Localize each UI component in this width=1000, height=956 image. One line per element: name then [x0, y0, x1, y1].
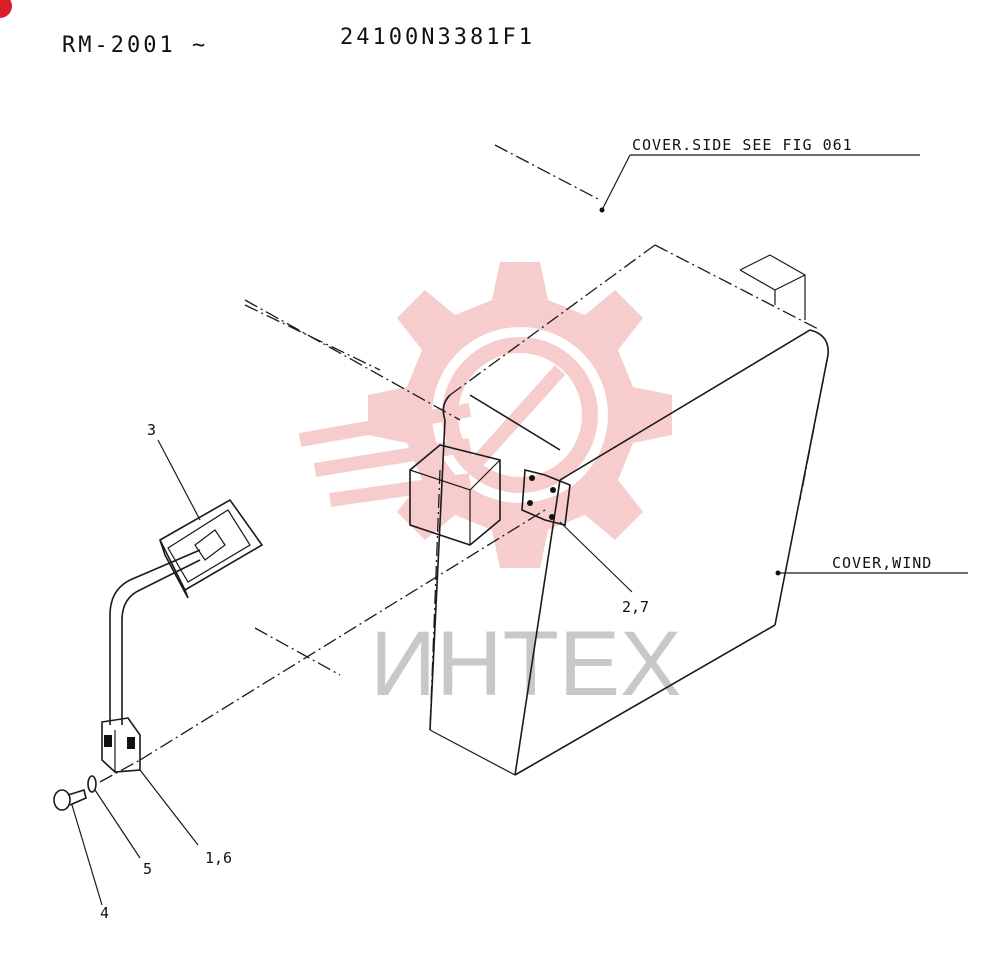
cover-wind-body: [429, 244, 829, 776]
leader-lines: [71, 154, 968, 906]
part-code-label: 24100N3381F1: [340, 25, 535, 50]
cover-side-callout: COVER.SIDE SEE FIG 061: [632, 136, 853, 154]
mount-plate: [521, 468, 571, 526]
part-number-1-6: 1,6: [205, 849, 232, 867]
washer-icon: [87, 775, 97, 793]
corner-marker: [0, 0, 12, 18]
mirror-assembly: [101, 498, 264, 773]
assembly-lines: [99, 144, 601, 783]
front-block: [409, 444, 501, 546]
watermark-gear-icon: [298, 262, 672, 568]
part-number-5: 5: [143, 860, 152, 878]
part-number-3: 3: [147, 421, 156, 439]
part-number-4: 4: [100, 904, 109, 922]
part-number-2-7: 2,7: [622, 598, 649, 616]
cover-wind-callout: COVER,WIND: [832, 554, 932, 572]
model-label: RM-2001 ~: [62, 33, 208, 58]
watermark-text: ИНТЕХ: [370, 613, 682, 715]
bolt-icon: [53, 788, 87, 811]
